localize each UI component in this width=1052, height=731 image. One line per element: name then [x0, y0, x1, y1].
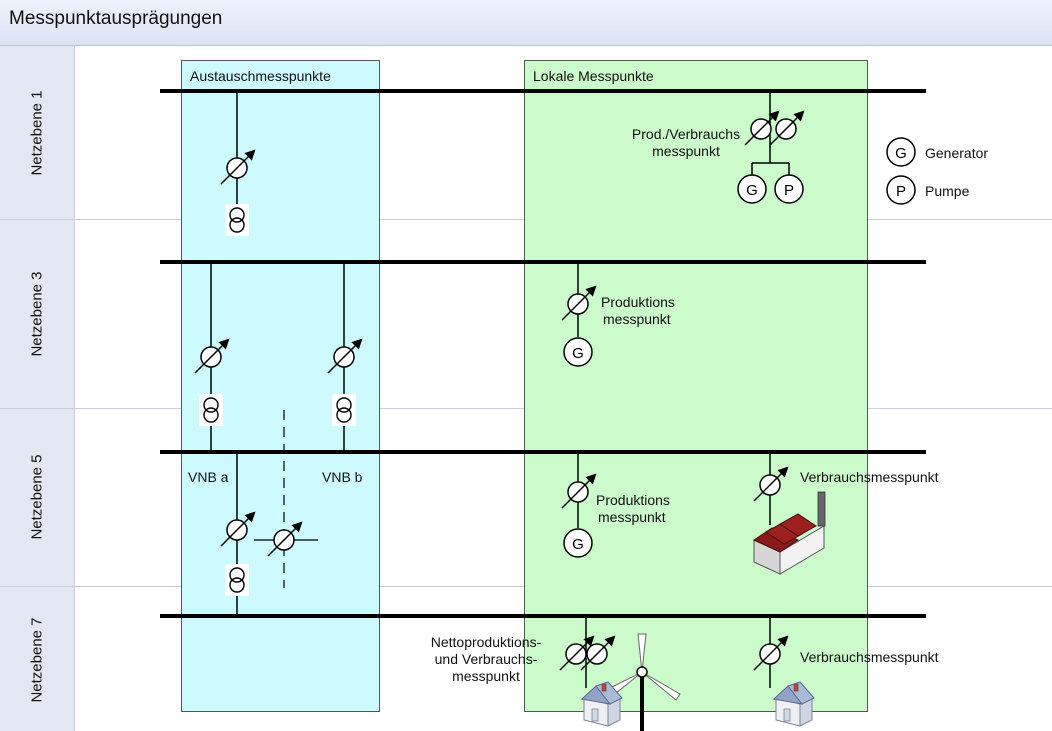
legend-generator-icon — [886, 137, 916, 167]
pump-symbol: P — [784, 182, 794, 199]
exchange-ne5-branch — [221, 410, 318, 616]
lane-header — [0, 46, 75, 731]
production-label-ne5: Produktions messpunkt — [596, 492, 670, 525]
local-ne7-consumption-branch — [754, 616, 815, 727]
local-ne5-prod-branch: G — [562, 452, 595, 558]
transformer-icon — [198, 393, 224, 427]
factory-icon — [752, 491, 826, 575]
title-bar: Messpunktausprägungen — [0, 0, 1052, 46]
prod-consumption-label: Prod./Verbrauchs messpunkt — [631, 126, 741, 159]
legend-generator-symbol: G — [895, 145, 907, 162]
vnb-b-label: VNB b — [322, 469, 363, 485]
transformer-icon — [331, 393, 357, 427]
exchange-region: Austauschmesspunkte — [181, 60, 380, 712]
diagram-title: Messpunktausprägungen — [9, 8, 223, 29]
meter-icon — [770, 112, 803, 145]
exchange-region-label: Austauschmesspunkte — [190, 68, 331, 84]
production-label-ne3: Produktions messpunkt — [601, 294, 675, 327]
generator-symbol: G — [572, 345, 584, 362]
transformer-icon — [224, 563, 250, 597]
consumption-label-ne7: Verbrauchsmesspunkt — [800, 649, 939, 665]
net-production-label: Nettoproduktions- und Verbrauchs- messpu… — [430, 634, 542, 684]
legend-pump-symbol: P — [896, 183, 906, 200]
legend-pump-label: Pumpe — [925, 183, 970, 199]
generator-icon — [563, 528, 593, 558]
exchange-ne1-branch — [221, 91, 254, 237]
local-ne1-branch: G P — [737, 91, 804, 204]
consumption-label-ne5: Verbrauchsmesspunkt — [800, 469, 939, 485]
local-ne3-branch: G — [562, 262, 595, 367]
local-ne7-net-branch — [560, 616, 681, 731]
transformer-icon — [224, 203, 250, 237]
busbars — [160, 89, 926, 618]
local-region-label: Lokale Messpunkte — [533, 68, 654, 84]
house-icon — [773, 681, 815, 727]
legend: G P — [886, 137, 916, 205]
legend-pump-icon — [886, 175, 916, 205]
generator-icon — [737, 174, 767, 204]
pump-icon — [774, 174, 804, 204]
legend-generator-label: Generator — [925, 145, 989, 161]
generator-symbol: G — [746, 182, 758, 199]
exchange-ne3-branches — [195, 262, 361, 452]
generator-symbol: G — [572, 536, 584, 553]
vnb-a-label: VNB a — [188, 469, 229, 485]
local-ne5-consumption-branch — [752, 452, 826, 575]
generator-icon — [563, 337, 593, 367]
local-region: Lokale Messpunkte — [524, 60, 868, 712]
